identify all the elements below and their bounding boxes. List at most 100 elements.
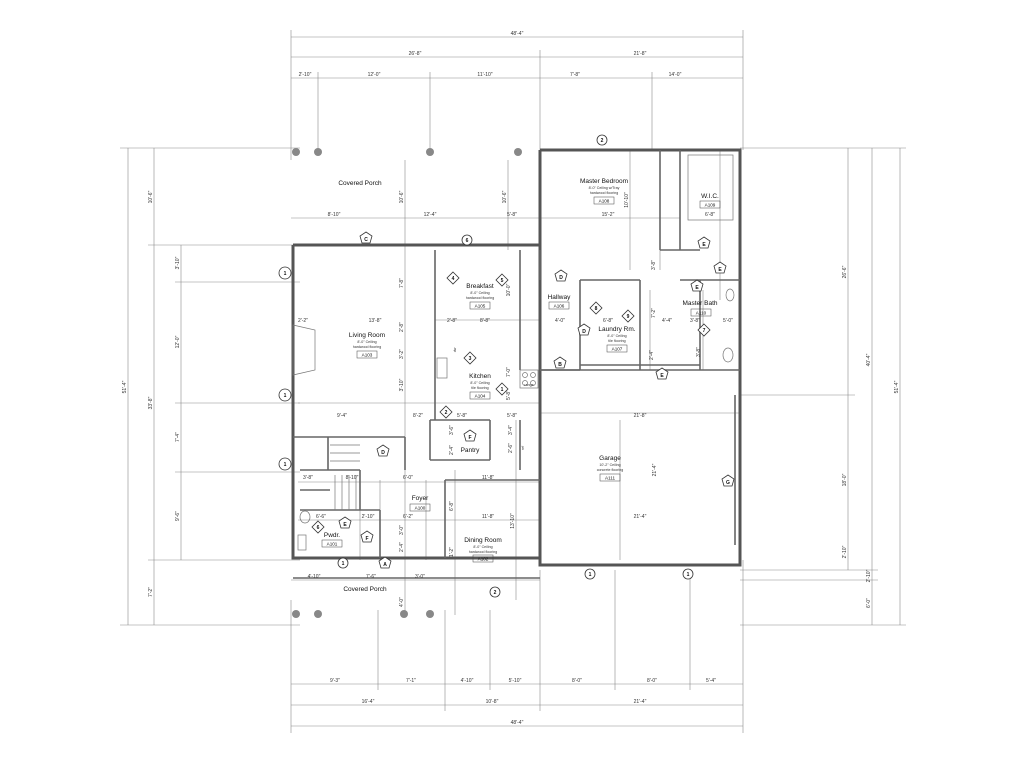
room-kitchen-num: A104	[475, 394, 486, 399]
dim-bottom-mid2: 10'-8"	[486, 699, 499, 705]
dim-right-overall: 51'-4"	[894, 380, 900, 393]
tag-elev-2: 2	[445, 410, 448, 416]
room-breakfast-floor: hardwood flooring	[466, 296, 495, 300]
tag-door-d2: D	[582, 329, 586, 335]
dim-gar-w2: 21'-4"	[634, 514, 647, 520]
tag-window-1b: 1	[284, 393, 287, 399]
dim-top-right-total: 21'-8"	[634, 51, 647, 57]
dim-left-s2: 12'-0"	[175, 335, 181, 348]
room-laundry: Laundry Rm.	[598, 326, 635, 333]
dim-right-s5: 2'-10"	[866, 569, 872, 582]
dim-lr-h3: 3'-2"	[399, 349, 405, 359]
dim-top-seg1: 2'-10"	[299, 72, 312, 78]
room-garage-floor: concrete flooring	[597, 468, 624, 472]
dim-mbath-w1: 4'-4"	[662, 318, 672, 324]
dim-f8: 2'-4"	[649, 350, 655, 360]
dim-porch2-w3: 3'-0"	[415, 574, 425, 580]
tag-door-d1: D	[559, 275, 563, 281]
tag-door-e3: E	[695, 285, 699, 291]
dim-right-s1: 26'-6"	[842, 265, 848, 278]
room-kitchen: Kitchen	[469, 373, 491, 380]
dim-left-s3: 7'-4"	[175, 432, 181, 442]
dim-left-bottom: 7'-2"	[148, 587, 154, 597]
fixture-range: range	[524, 383, 533, 387]
dim-k-w4: 5'-8"	[507, 413, 517, 419]
room-dining-room: Dining Room	[464, 537, 502, 544]
room-living-room-num: A103	[362, 353, 373, 358]
fixture-dw: dw	[453, 347, 457, 352]
dim-top-overall: 48'-4"	[511, 31, 524, 37]
dim-k-w3: 5'-8"	[457, 413, 467, 419]
dim-left-porch: 10'-6"	[148, 190, 154, 203]
tag-elev-4: 4	[452, 276, 455, 282]
dim-bf-w2: 8'-8"	[480, 318, 490, 324]
room-dining-room-num: A102	[478, 557, 489, 562]
dim-k-w2: 8'-2"	[413, 413, 423, 419]
dim-bottom-seg3: 4'-10"	[461, 678, 474, 684]
dim-bottom-seg4: 5'-10"	[509, 678, 522, 684]
dim-porch-h1: 10'-6"	[399, 190, 405, 203]
dim-right-s3: 2'-10"	[842, 545, 848, 558]
dim-left-mid: 33'-8"	[148, 396, 154, 409]
tag-elev-9: 9	[627, 314, 630, 320]
dim-dr-w: 11'-8"	[482, 514, 495, 520]
dim-dr-h2: 13'-10"	[510, 513, 516, 529]
walls	[291, 148, 742, 618]
room-foyer-num: A100	[415, 506, 426, 511]
tag-window-1f: 1	[687, 572, 690, 578]
dim-stair-w2: 8'-10"	[346, 475, 359, 481]
dim-gar-h: 21'-4"	[652, 463, 658, 476]
dim-lr-h2: 2'-8"	[399, 322, 405, 332]
dim-porch-w1: 8'-10"	[328, 212, 341, 218]
dim-bottom-seg2: 7'-1"	[406, 678, 416, 684]
room-breakfast: Breakfast	[466, 283, 494, 290]
dim-top-seg4: 7'-8"	[570, 72, 580, 78]
room-powder: Pwdr.	[324, 532, 340, 539]
dimension-lines	[120, 30, 906, 733]
dim-f6: 1'-2"	[449, 547, 455, 557]
tag-window-1a: 1	[284, 271, 287, 277]
room-covered-porch-bottom: Covered Porch	[343, 586, 387, 593]
tag-window-2b: 2	[494, 590, 497, 596]
dim-foyer-w: 11'-8"	[482, 475, 495, 481]
tag-window-6a: 6	[466, 238, 469, 244]
tag-door-c: C	[364, 237, 368, 243]
dim-porch2-w2: 7'-6"	[366, 574, 376, 580]
dim-right-total: 40'-4"	[866, 353, 872, 366]
room-hallway-num: A106	[554, 304, 565, 309]
dim-bf-w1: 2'-8"	[447, 318, 457, 324]
dim-porch-w3: 5'-8"	[507, 212, 517, 218]
dim-lr-h1: 7'-8"	[399, 278, 405, 288]
tag-window-1c: 1	[284, 462, 287, 468]
dim-k-h: 7'-0"	[506, 367, 512, 377]
room-master-bedroom-num: A108	[599, 199, 610, 204]
dim-f9: 5'-8"	[506, 390, 512, 400]
dim-left-s1: 3'-10"	[175, 256, 181, 269]
tag-elev-5: 5	[501, 278, 504, 284]
room-living-room-ceiling: 8'-0" Ceiling	[357, 340, 376, 344]
tag-door-e2: E	[718, 267, 722, 273]
room-labels: Covered Porch Master Bedroom 8'-0" Ceili…	[321, 178, 721, 593]
room-garage-num: A111	[605, 476, 615, 481]
room-living-room-floor: hardwood flooring	[353, 345, 382, 349]
dim-mbath-w3: 5'-0"	[723, 318, 733, 324]
dim-k-w1: 9'-4"	[337, 413, 347, 419]
room-hallway: Hallway	[548, 294, 572, 301]
dim-f2: 2'-4"	[449, 445, 455, 455]
room-garage-ceiling: 10'-2" Ceiling	[599, 463, 620, 467]
tag-window-1e: 1	[589, 572, 592, 578]
room-kitchen-floor: tile flooring	[471, 386, 488, 390]
dim-top-left-total: 26'-8"	[409, 51, 422, 57]
dim-porch2-w1: 4'-10"	[308, 574, 321, 580]
dim-porch-h2: 10'-6"	[502, 190, 508, 203]
tag-door-d3: D	[381, 450, 385, 456]
room-master-bedroom: Master Bedroom	[580, 178, 628, 185]
tag-elev-8: 8	[595, 306, 598, 312]
dim-laundry-h: 7'-2"	[651, 308, 657, 318]
dim-top-seg3: 11'-10"	[477, 72, 492, 78]
dim-bottom-seg1: 9'-3"	[330, 678, 340, 684]
dim-f5: 3'-0"	[399, 525, 405, 535]
room-dining-room-ceiling: 8'-0" Ceiling	[473, 545, 492, 549]
tag-elev-6: 6	[317, 525, 320, 531]
